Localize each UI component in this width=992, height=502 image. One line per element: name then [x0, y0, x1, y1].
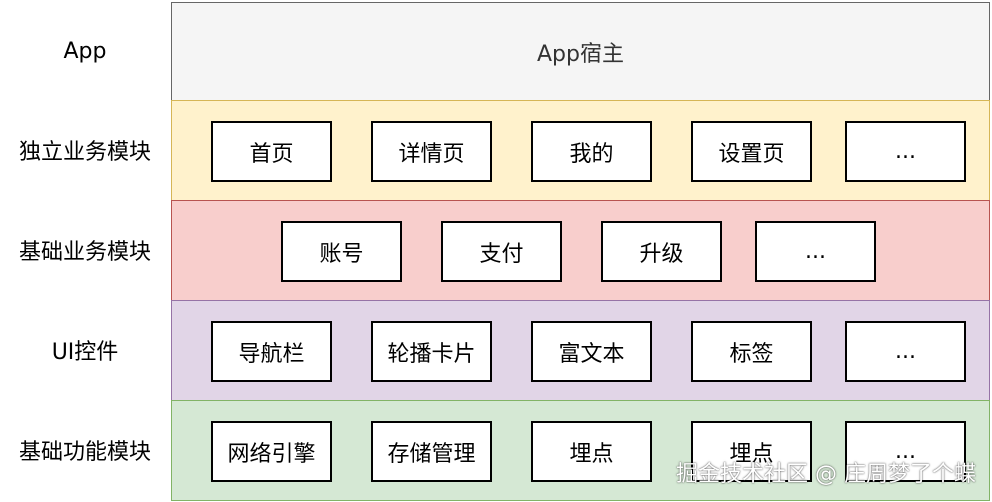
module-box-tag: 标签 — [691, 321, 812, 382]
module-box-mine: 我的 — [531, 121, 652, 182]
module-box-settings: 设置页 — [691, 121, 812, 182]
module-box-more: ... — [845, 121, 966, 182]
row-label-app: App — [63, 38, 107, 64]
module-box-carousel: 轮播卡片 — [371, 321, 492, 382]
module-box-payment: 支付 — [441, 221, 562, 282]
layer-app-host: App宿主 — [171, 2, 990, 101]
row-label-independent-business: 独立业务模块 — [18, 140, 151, 165]
module-box-tracking-2: 埋点 — [691, 421, 812, 482]
row-label-ui-controls: UI控件 — [51, 340, 119, 365]
module-box-upgrade: 升级 — [601, 221, 722, 282]
module-box-richtext: 富文本 — [531, 321, 652, 382]
layer-ui-controls: 导航栏 轮播卡片 富文本 标签 ... — [171, 300, 990, 401]
module-box-tracking: 埋点 — [531, 421, 652, 482]
app-host-title: App宿主 — [537, 41, 624, 67]
module-box-more: ... — [845, 321, 966, 382]
module-box-navbar: 导航栏 — [211, 321, 332, 382]
module-box-more: ... — [845, 421, 966, 482]
layer-independent-business: 首页 详情页 我的 设置页 ... — [171, 100, 990, 201]
module-box-home: 首页 — [211, 121, 332, 182]
row-label-base-function: 基础功能模块 — [18, 440, 151, 465]
module-box-storage: 存储管理 — [371, 421, 492, 482]
module-box-more: ... — [755, 221, 876, 282]
layer-base-function: 网络引擎 存储管理 埋点 埋点 ... — [171, 400, 990, 501]
watermark: 掘金技术社区 @ 庄周梦了个蝶 — [676, 462, 976, 487]
module-box-detail: 详情页 — [371, 121, 492, 182]
layer-base-business: 账号 支付 升级 ... — [171, 200, 990, 301]
module-box-network: 网络引擎 — [211, 421, 332, 482]
module-box-account: 账号 — [281, 221, 402, 282]
row-label-base-business: 基础业务模块 — [18, 240, 151, 265]
